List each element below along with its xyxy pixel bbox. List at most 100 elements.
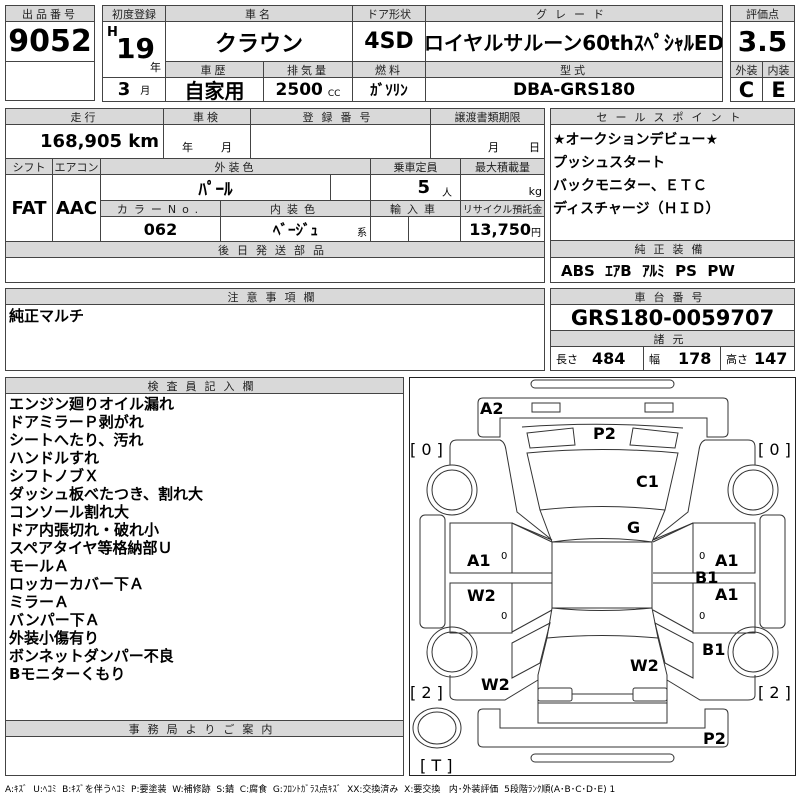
legend: A:ｷｽﾞ U:ﾍｺﾐ B:ｷｽﾞを伴うﾍｺﾐ P:要塗装 W:補修跡 S:錆 … xyxy=(5,785,616,795)
exterior-label: 外装 xyxy=(730,61,763,78)
tire-spare: [ T ] xyxy=(420,756,453,775)
door-type: 4SD xyxy=(352,21,426,62)
interior-label: 内装 xyxy=(762,61,795,78)
history: 自家用 xyxy=(165,77,264,102)
damage-mark: B1 xyxy=(702,640,726,659)
damage-mark: B1 xyxy=(695,568,719,587)
door-mark: 0 xyxy=(699,551,706,562)
aircon-label: エアコン xyxy=(52,158,101,175)
damage-diagram: A2 P2 C1 G A1 W2 A1 B1 A1 B1 W2 W2 P2 [ … xyxy=(409,377,796,776)
damage-mark: W2 xyxy=(467,586,496,605)
lot-label: 出品番号 xyxy=(5,5,95,22)
displacement: 2500 CC xyxy=(263,77,353,102)
inspector-note: ハンドルすれ xyxy=(9,449,100,467)
chassis-label: 車台番号 xyxy=(550,288,795,305)
damage-mark: W2 xyxy=(481,675,510,694)
damage-mark: A1 xyxy=(467,551,491,570)
length-value: 484 xyxy=(592,349,626,368)
capacity-label: 乗車定員 xyxy=(370,158,461,175)
damage-mark: G xyxy=(627,518,641,537)
height-label: 高さ xyxy=(726,352,748,366)
door-mark: 0 xyxy=(501,551,508,562)
equipment-label: 純正装備 xyxy=(550,240,795,258)
int-color-label: 内装色 xyxy=(220,200,371,217)
tire-front-right: [ 0 ] xyxy=(758,440,791,459)
damage-mark: A1 xyxy=(715,551,739,570)
month: 3 xyxy=(117,79,131,100)
door-mark: 0 xyxy=(501,611,508,622)
spec-width: 幅 178 xyxy=(643,346,721,371)
history-label: 車歴 xyxy=(165,61,264,78)
notes: 純正マルチ xyxy=(5,304,545,371)
reg-number-label: 登録番号 xyxy=(250,108,431,125)
damage-mark: W2 xyxy=(630,656,659,675)
lot-empty xyxy=(5,61,95,101)
reg-number xyxy=(250,124,431,159)
year-unit: 年 xyxy=(150,61,161,74)
sales-point: プッシュスタート xyxy=(553,155,665,171)
door-mark: 0 xyxy=(699,611,706,622)
width-value: 178 xyxy=(678,349,712,368)
int-color-suffix: 系 xyxy=(357,228,367,239)
notes-text: 純正マルチ xyxy=(9,307,85,325)
ext-color: ﾊﾟｰﾙ xyxy=(100,174,331,201)
tire-rear-right: [ 2 ] xyxy=(758,683,791,702)
fuel: ｶﾞｿﾘﾝ xyxy=(352,77,426,102)
transfer-date: 月日 xyxy=(430,124,545,159)
inspector-note: ドア内張切れ・破れ小 xyxy=(9,521,160,539)
inspector-note: バンパー下Ａ xyxy=(9,611,100,629)
recycle-unit: 円 xyxy=(531,228,541,239)
max-load: kg xyxy=(460,174,545,201)
transfer-day-unit: 日 xyxy=(529,141,540,154)
import-label: 輸入車 xyxy=(370,200,461,217)
aircon: AAC xyxy=(52,174,101,242)
fuel-label: 燃料 xyxy=(352,61,426,78)
chassis-number: GRS180-0059707 xyxy=(550,304,795,331)
inspector-note: コンソール割れ大 xyxy=(9,503,130,521)
score-label: 評価点 xyxy=(730,5,795,22)
first-reg-year: H 19 年 xyxy=(102,21,166,78)
damage-mark: A1 xyxy=(715,585,739,604)
inspector-note: エンジン廻りオイル漏れ xyxy=(9,395,175,413)
import-cell-1 xyxy=(370,216,409,242)
recycle-value: 13,750 xyxy=(469,219,531,239)
spec-length: 長さ 484 xyxy=(550,346,644,371)
later-parts-label: 後日発送部品 xyxy=(5,241,545,258)
door-label: ドア形状 xyxy=(352,5,426,22)
inspector-note: モールＡ xyxy=(9,557,70,575)
equipment: ABS ｴｱB ｱﾙﾐ PS PW xyxy=(550,257,795,283)
damage-mark: C1 xyxy=(636,472,659,491)
length-label: 長さ xyxy=(556,352,578,366)
model: DBA-GRS180 xyxy=(425,77,723,102)
sales-points-label: セールスポイント xyxy=(550,108,795,125)
inspection-month-unit: 月 xyxy=(221,141,232,154)
damage-mark: P2 xyxy=(703,729,726,748)
year: 19 xyxy=(116,32,155,65)
inspection-label: 車検 xyxy=(163,108,251,125)
capacity-value: 5 xyxy=(417,177,430,198)
later-parts xyxy=(5,257,545,283)
ext-color-extra xyxy=(330,174,371,201)
sales-point: ★オークションデビュー★ xyxy=(553,132,719,148)
inspector-note: 外装小傷有り xyxy=(9,629,100,647)
car-name: クラウン xyxy=(165,21,353,62)
sales-point: バックモニター、ＥＴＣ xyxy=(553,178,707,194)
inspector-label: 検査員記入欄 xyxy=(5,377,404,394)
height-value: 147 xyxy=(754,349,788,368)
tire-rear-left: [ 2 ] xyxy=(410,683,443,702)
recycle: 13,750 円 xyxy=(460,216,545,242)
era: H xyxy=(107,25,118,40)
width-label: 幅 xyxy=(649,352,660,366)
transfer-month-unit: 月 xyxy=(488,141,499,154)
inspector-note: ダッシュ板べたつき、割れ大 xyxy=(9,485,203,503)
damage-mark: P2 xyxy=(593,424,616,443)
car-name-label: 車名 xyxy=(165,5,353,22)
tire-front-left: [ 0 ] xyxy=(410,440,443,459)
inspector-note: Bモニターくもり xyxy=(9,665,126,683)
month-unit: 月 xyxy=(140,86,151,97)
office-notes xyxy=(5,736,404,776)
lot-number: 9052 xyxy=(5,21,95,62)
inspector-note: ボンネットダンパー不良 xyxy=(9,647,174,665)
sales-point: ディスチャージ（ＨＩＤ） xyxy=(553,201,720,217)
office-label: 事務局よりご案内 xyxy=(5,720,404,737)
